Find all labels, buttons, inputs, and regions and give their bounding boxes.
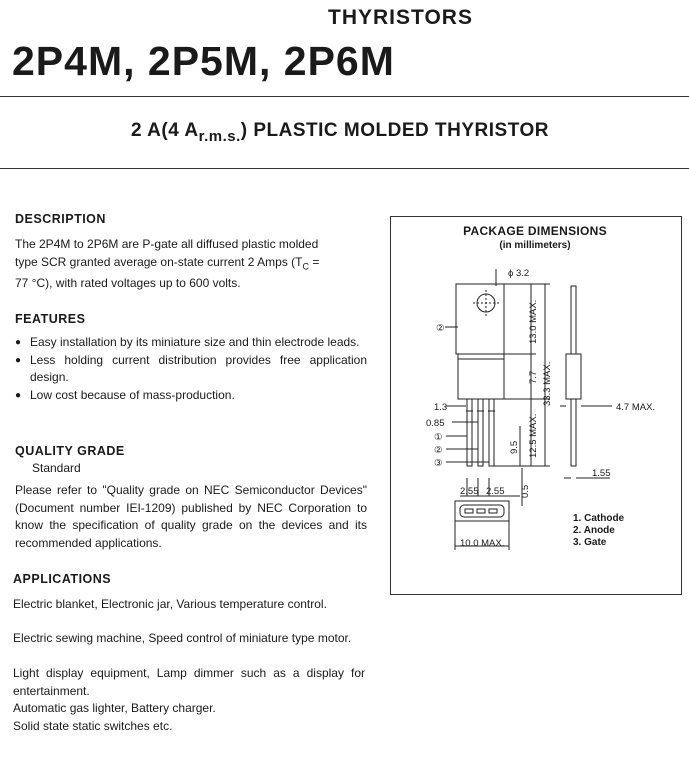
features-list: Easy installation by its miniature size … xyxy=(15,334,367,404)
product-subtitle: 2 A(4 Ar.m.s.) PLASTIC MOLDED THYRISTOR xyxy=(131,120,549,145)
list-item: Easy installation by its miniature size … xyxy=(15,334,367,352)
package-dimensions-title: PACKAGE DIMENSIONS xyxy=(463,224,607,238)
tc-subscript: C xyxy=(302,260,309,271)
quality-grade-heading: QUALITY GRADE xyxy=(15,444,125,458)
list-item: Low cost because of mass-production. xyxy=(15,387,367,405)
subtitle-part-2: ) PLASTIC MOLDED THYRISTOR xyxy=(240,120,549,141)
pin-label-2: ② xyxy=(434,445,443,456)
pin-legend-cathode: 1. Cathode xyxy=(573,513,625,524)
tab-pin-label: ② xyxy=(436,323,445,334)
applications-heading: APPLICATIONS xyxy=(13,572,112,586)
subtitle-part-1: 2 A(4 A xyxy=(131,120,199,141)
description-line: type SCR granted average on-state curren… xyxy=(15,254,367,276)
pin-legend-gate: 3. Gate xyxy=(573,537,607,548)
dim-total-height: 33.3 MAX. xyxy=(542,362,553,406)
subtitle-divider xyxy=(0,168,689,169)
pin-legend-anode: 2. Anode xyxy=(573,525,615,536)
subtitle-subscript: r.m.s. xyxy=(198,128,241,145)
dim-hole: ϕ 3.2 xyxy=(508,268,529,279)
quality-grade-value: Standard xyxy=(32,461,81,475)
pin-label-3: ③ xyxy=(434,458,443,469)
dim-width: 10.0 MAX. xyxy=(460,538,504,549)
description-heading: DESCRIPTION xyxy=(15,212,106,226)
dim-body-height: 7.7 xyxy=(528,371,539,384)
package-dimensions-box xyxy=(390,216,682,595)
dim-pitch-a: 2.55 xyxy=(460,486,479,497)
list-item: Less holding current distribution provid… xyxy=(15,352,367,387)
dim-lead-width: 1.3 xyxy=(434,402,447,413)
dim-lead-length: 12.5 MAX. xyxy=(528,414,539,458)
header-divider xyxy=(0,96,689,97)
tc-equals: = xyxy=(308,254,320,269)
category-title: THYRISTORS xyxy=(328,6,473,29)
features-heading: FEATURES xyxy=(15,312,86,326)
description-line: 77 °C), with rated voltages up to 600 vo… xyxy=(15,276,241,291)
dim-pitch-b: 2.55 xyxy=(486,486,505,497)
dim-lead-pitch-w: 0.85 xyxy=(426,418,445,429)
package-tab xyxy=(455,283,505,355)
quality-grade-text: Please refer to "Quality grade on NEC Se… xyxy=(15,483,367,550)
description-text: The 2P4M to 2P6M are P-gate all diffused… xyxy=(15,236,367,293)
description-line: The 2P4M to 2P6M are P-gate all diffused… xyxy=(15,237,319,251)
package-outline-drawing: ϕ 3.2 ② 1.3 0.85 ① ② ③ 4.7 MAX. 1.55 2.5… xyxy=(426,268,655,550)
pin-label-1: ① xyxy=(434,432,443,443)
dim-lead-thick: 0.5 xyxy=(520,485,531,498)
list-item: Solid state static switches etc. xyxy=(13,719,173,733)
dim-thickness: 4.7 MAX. xyxy=(616,402,655,413)
dim-tab-height: 13.0 MAX. xyxy=(528,300,539,344)
list-item: Electric blanket, Electronic jar, Variou… xyxy=(13,597,327,611)
list-item: Electric sewing machine, Speed control o… xyxy=(13,631,352,645)
package-body xyxy=(457,353,505,400)
part-numbers-title: 2P4M, 2P5M, 2P6M xyxy=(12,38,395,84)
description-line-text: type SCR granted average on-state curren… xyxy=(15,254,303,269)
dim-lead-below: 9.5 xyxy=(509,441,520,454)
list-item: Light display equipment, Lamp dimmer suc… xyxy=(13,666,365,698)
package-dimensions-units: (in millimeters) xyxy=(499,240,571,251)
list-item: Automatic gas lighter, Battery charger. xyxy=(13,701,216,715)
dim-side-lead: 1.55 xyxy=(592,468,611,479)
